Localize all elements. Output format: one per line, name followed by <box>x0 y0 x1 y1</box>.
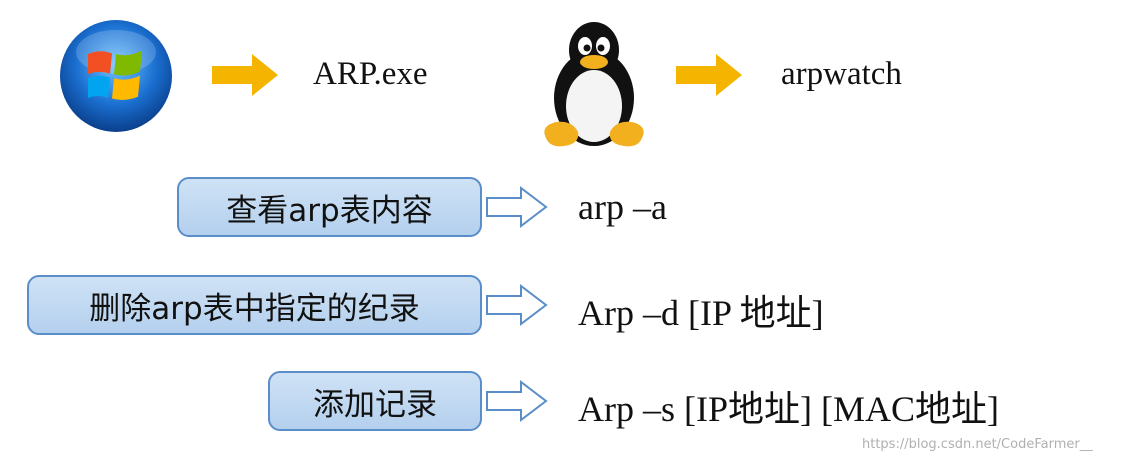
hollow-arrow-icon <box>485 379 549 423</box>
linux-tool-name: arpwatch <box>781 56 902 92</box>
linux-tux-icon <box>538 20 650 152</box>
arrow-icon <box>212 52 280 98</box>
command-label-box: 查看arp表内容 <box>177 177 482 237</box>
windows-tool-name: ARP.exe <box>313 56 428 92</box>
command-label: 查看arp表内容 <box>226 192 433 229</box>
command-label-box: 添加记录 <box>268 371 482 431</box>
watermark-text: https://blog.csdn.net/CodeFarmer__ <box>862 437 1093 452</box>
command-text: Arp –s [IP地址] [MAC地址] <box>578 389 999 429</box>
hollow-arrow-icon <box>485 283 549 327</box>
hollow-arrow-icon <box>485 185 549 229</box>
command-text: Arp –d [IP 地址] <box>578 293 824 333</box>
command-label-box: 删除arp表中指定的纪录 <box>27 275 482 335</box>
arrow-icon <box>676 52 744 98</box>
command-label: 删除arp表中指定的纪录 <box>89 290 420 327</box>
windows-logo-icon <box>58 18 174 134</box>
command-label: 添加记录 <box>313 386 437 423</box>
command-text: arp –a <box>578 187 667 227</box>
